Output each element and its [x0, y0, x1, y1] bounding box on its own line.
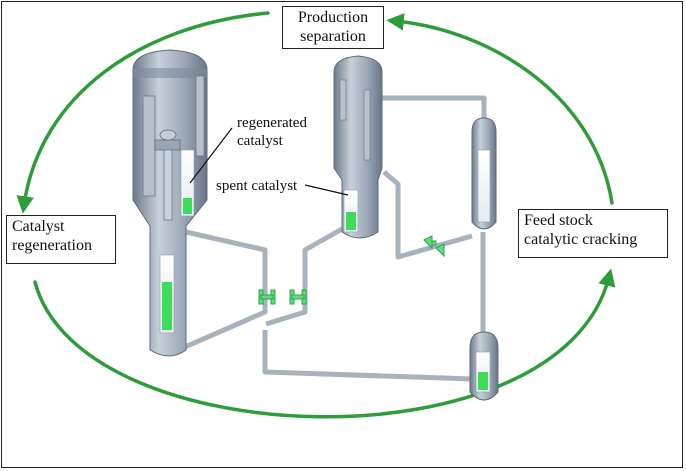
- feedstock-cracking-box: Feed stock catalytic cracking: [518, 209, 668, 258]
- regeneration-line-1: Catalyst: [12, 218, 65, 235]
- pipe-regenerator-to-riser: [183, 229, 268, 350]
- regenerated-line-2: catalyst: [237, 133, 283, 149]
- pipe-standpipe-bottom: [262, 330, 474, 382]
- regenerated-line-1: regenerated: [237, 115, 307, 131]
- reactor-spent-catalyst: [346, 212, 356, 230]
- feedstock-line-1: Feed stock: [524, 212, 593, 229]
- valve-right: [289, 289, 307, 305]
- bottom-catalyst: [478, 372, 488, 390]
- production-line-1: Production: [297, 9, 369, 26]
- slide-valves: [258, 235, 445, 305]
- cycle-arrows: [16, 11, 616, 419]
- arrow-production-to-regeneration: [16, 11, 270, 214]
- bottom-vessel: [469, 331, 499, 401]
- leader-regenerated: [189, 127, 233, 184]
- feedstock-line-2: catalytic cracking: [524, 231, 638, 248]
- pipe-stripper-to-regenerator: [265, 226, 344, 327]
- column-vessel: [471, 117, 497, 230]
- pipe-reactor-side: [382, 170, 473, 260]
- pipe-reactor-to-column: [382, 95, 487, 128]
- reactor-vessel: [333, 55, 383, 239]
- regenerated-catalyst-label: regenerated catalyst: [237, 114, 307, 150]
- valve-left: [258, 289, 276, 305]
- riser-catalyst-bed: [162, 282, 172, 330]
- catalyst-regeneration-box: Catalyst regeneration: [6, 215, 116, 264]
- arrow-regeneration-to-feedstock: [33, 268, 616, 419]
- leader-spent: [304, 184, 349, 196]
- valve-column: [423, 235, 445, 258]
- arrow-feedstock-to-production: [386, 13, 614, 205]
- regenerator-vessel: [132, 49, 208, 357]
- production-separation-box: Production separation: [282, 6, 384, 49]
- production-line-2: separation: [300, 28, 366, 45]
- annotation-leaders: [189, 127, 349, 196]
- regenerator-catalyst-bed: [183, 198, 192, 214]
- regeneration-line-2: regeneration: [12, 237, 92, 254]
- spent-catalyst-label: spent catalyst: [216, 178, 298, 194]
